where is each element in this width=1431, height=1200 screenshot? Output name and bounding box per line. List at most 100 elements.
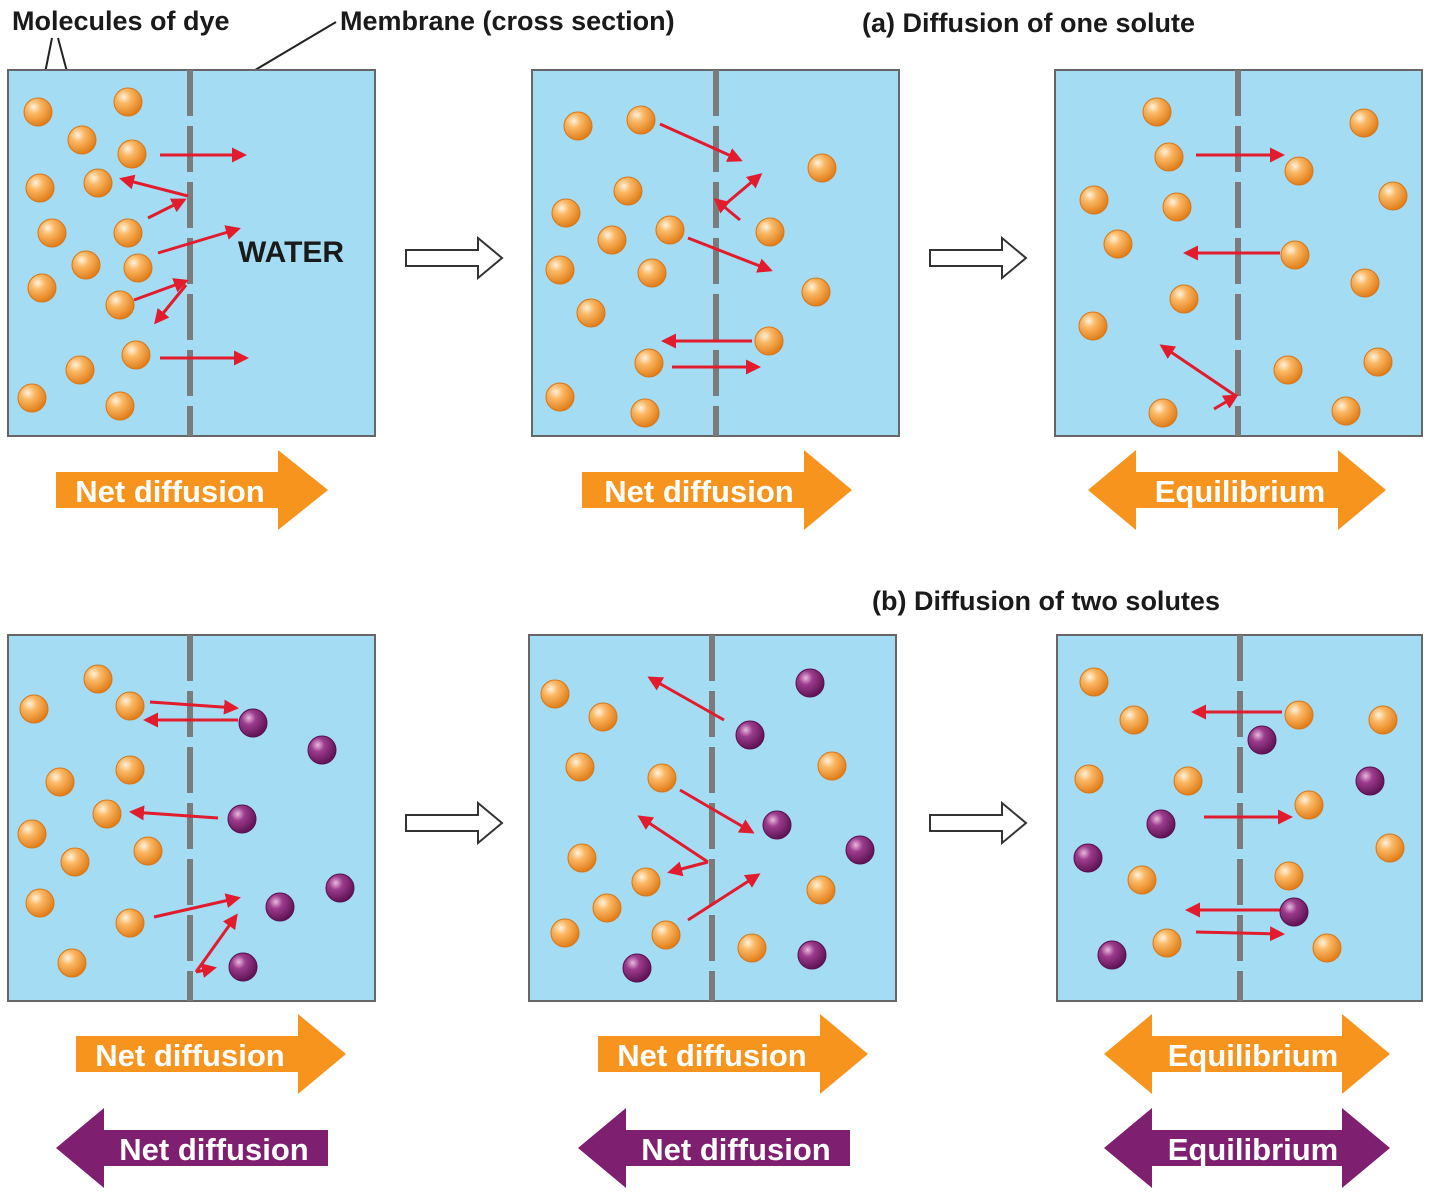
step-arrow-icon xyxy=(929,235,1028,281)
orange-dye-molecule xyxy=(588,702,618,732)
motion-arrow-icon xyxy=(647,676,725,722)
arrow-label: Equilibrium xyxy=(1168,1038,1339,1073)
orange-dye-molecule xyxy=(27,273,57,303)
orange-dye-molecule xyxy=(65,355,95,385)
orange-dye-molecule xyxy=(113,218,143,248)
orange-dye-molecule xyxy=(1127,865,1157,895)
orange-dye-molecule xyxy=(801,277,831,307)
orange-dye-molecule xyxy=(83,168,113,198)
orange-dye-molecule xyxy=(92,799,122,829)
equilibrium-arrow-b3: Equilibrium xyxy=(1104,1014,1390,1094)
orange-dye-molecule xyxy=(113,87,143,117)
orange-dye-molecule xyxy=(1331,396,1361,426)
motion-arrow-icon xyxy=(637,815,709,864)
orange-dye-molecule xyxy=(1284,700,1314,730)
orange-dye-molecule xyxy=(105,290,135,320)
orange-dye-molecule xyxy=(597,225,627,255)
orange-dye-molecule xyxy=(817,751,847,781)
water-label: WATER xyxy=(238,236,344,269)
membrane-label: Membrane (cross section) xyxy=(340,6,675,36)
orange-dye-molecule xyxy=(17,383,47,413)
orange-dye-molecule xyxy=(1378,181,1408,211)
orange-dye-molecule xyxy=(634,348,664,378)
orange-dye-molecule xyxy=(1284,156,1314,186)
motion-arrow-icon xyxy=(147,198,187,220)
motion-arrow-icon xyxy=(157,225,241,255)
motion-arrow-icon xyxy=(659,122,743,162)
orange-dye-molecule xyxy=(545,382,575,412)
orange-dye-molecule xyxy=(25,888,55,918)
orange-dye-molecule xyxy=(115,691,145,721)
purple-dye-molecule xyxy=(795,668,825,698)
purple-dye-molecule xyxy=(325,873,355,903)
orange-dye-molecule xyxy=(115,755,145,785)
arrow-label: Net diffusion xyxy=(95,1038,284,1073)
net-diffusion-arrow-purple-b2: Net diffusion xyxy=(578,1108,850,1188)
step-arrow-icon xyxy=(405,235,504,281)
purple-dye-molecule xyxy=(1279,897,1309,927)
step-arrow-icon xyxy=(405,800,504,846)
orange-dye-molecule xyxy=(19,694,49,724)
orange-dye-molecule xyxy=(121,340,151,370)
orange-dye-molecule xyxy=(25,173,55,203)
orange-dye-molecule xyxy=(71,250,101,280)
net-diffusion-arrow-a2: Net diffusion xyxy=(582,450,852,530)
motion-arrow-icon xyxy=(687,236,773,273)
equilibrium-arrow-a3: Equilibrium xyxy=(1088,450,1386,530)
motion-arrow-icon xyxy=(153,893,241,919)
orange-dye-molecule xyxy=(550,918,580,948)
orange-dye-molecule xyxy=(57,948,87,978)
orange-dye-molecule xyxy=(754,326,784,356)
step-arrow-icon xyxy=(929,800,1028,846)
purple-dye-molecule xyxy=(797,940,827,970)
purple-dye-molecule xyxy=(307,735,337,765)
purple-dye-molecule xyxy=(1146,809,1176,839)
orange-dye-molecule xyxy=(1154,142,1184,172)
net-diffusion-arrow-b2: Net diffusion xyxy=(598,1014,868,1094)
orange-dye-molecule xyxy=(1274,861,1304,891)
orange-dye-molecule xyxy=(23,97,53,127)
orange-dye-molecule xyxy=(1294,790,1324,820)
orange-dye-molecule xyxy=(545,255,575,285)
orange-dye-molecule xyxy=(37,218,67,248)
net-diffusion-arrow-b1: Net diffusion xyxy=(76,1014,346,1094)
arrow-label: Net diffusion xyxy=(641,1132,830,1167)
orange-dye-molecule xyxy=(1162,192,1192,222)
orange-dye-molecule xyxy=(105,391,135,421)
orange-dye-molecule xyxy=(637,258,667,288)
orange-dye-molecule xyxy=(563,111,593,141)
purple-dye-molecule xyxy=(238,708,268,738)
orange-dye-molecule xyxy=(1280,240,1310,270)
motion-arrow-icon xyxy=(154,284,188,325)
purple-dye-molecule xyxy=(735,720,765,750)
purple-dye-molecule xyxy=(1247,725,1277,755)
purple-dye-molecule xyxy=(762,810,792,840)
panel-b2 xyxy=(528,634,897,1002)
orange-dye-molecule xyxy=(1079,185,1109,215)
orange-dye-molecule xyxy=(1079,667,1109,697)
orange-dye-molecule xyxy=(807,153,837,183)
molecules-label: Molecules of dye xyxy=(12,6,230,36)
orange-dye-molecule xyxy=(737,933,767,963)
orange-dye-molecule xyxy=(1312,933,1342,963)
orange-dye-molecule xyxy=(626,105,656,135)
motion-arrow-icon xyxy=(129,805,219,821)
orange-dye-molecule xyxy=(1375,833,1405,863)
orange-dye-molecule xyxy=(576,298,606,328)
motion-arrow-icon xyxy=(679,788,755,834)
orange-dye-molecule xyxy=(1078,311,1108,341)
motion-arrow-icon xyxy=(667,860,709,877)
orange-dye-molecule xyxy=(1350,268,1380,298)
motion-arrow-icon xyxy=(119,174,189,198)
orange-dye-molecule xyxy=(115,908,145,938)
purple-dye-molecule xyxy=(1073,843,1103,873)
orange-dye-molecule xyxy=(1169,284,1199,314)
motion-arrow-icon xyxy=(1213,394,1239,411)
purple-dye-molecule xyxy=(265,892,295,922)
orange-dye-molecule xyxy=(647,763,677,793)
orange-dye-molecule xyxy=(630,398,660,428)
orange-dye-molecule xyxy=(1119,705,1149,735)
purple-dye-molecule xyxy=(845,835,875,865)
orange-dye-molecule xyxy=(1173,766,1203,796)
